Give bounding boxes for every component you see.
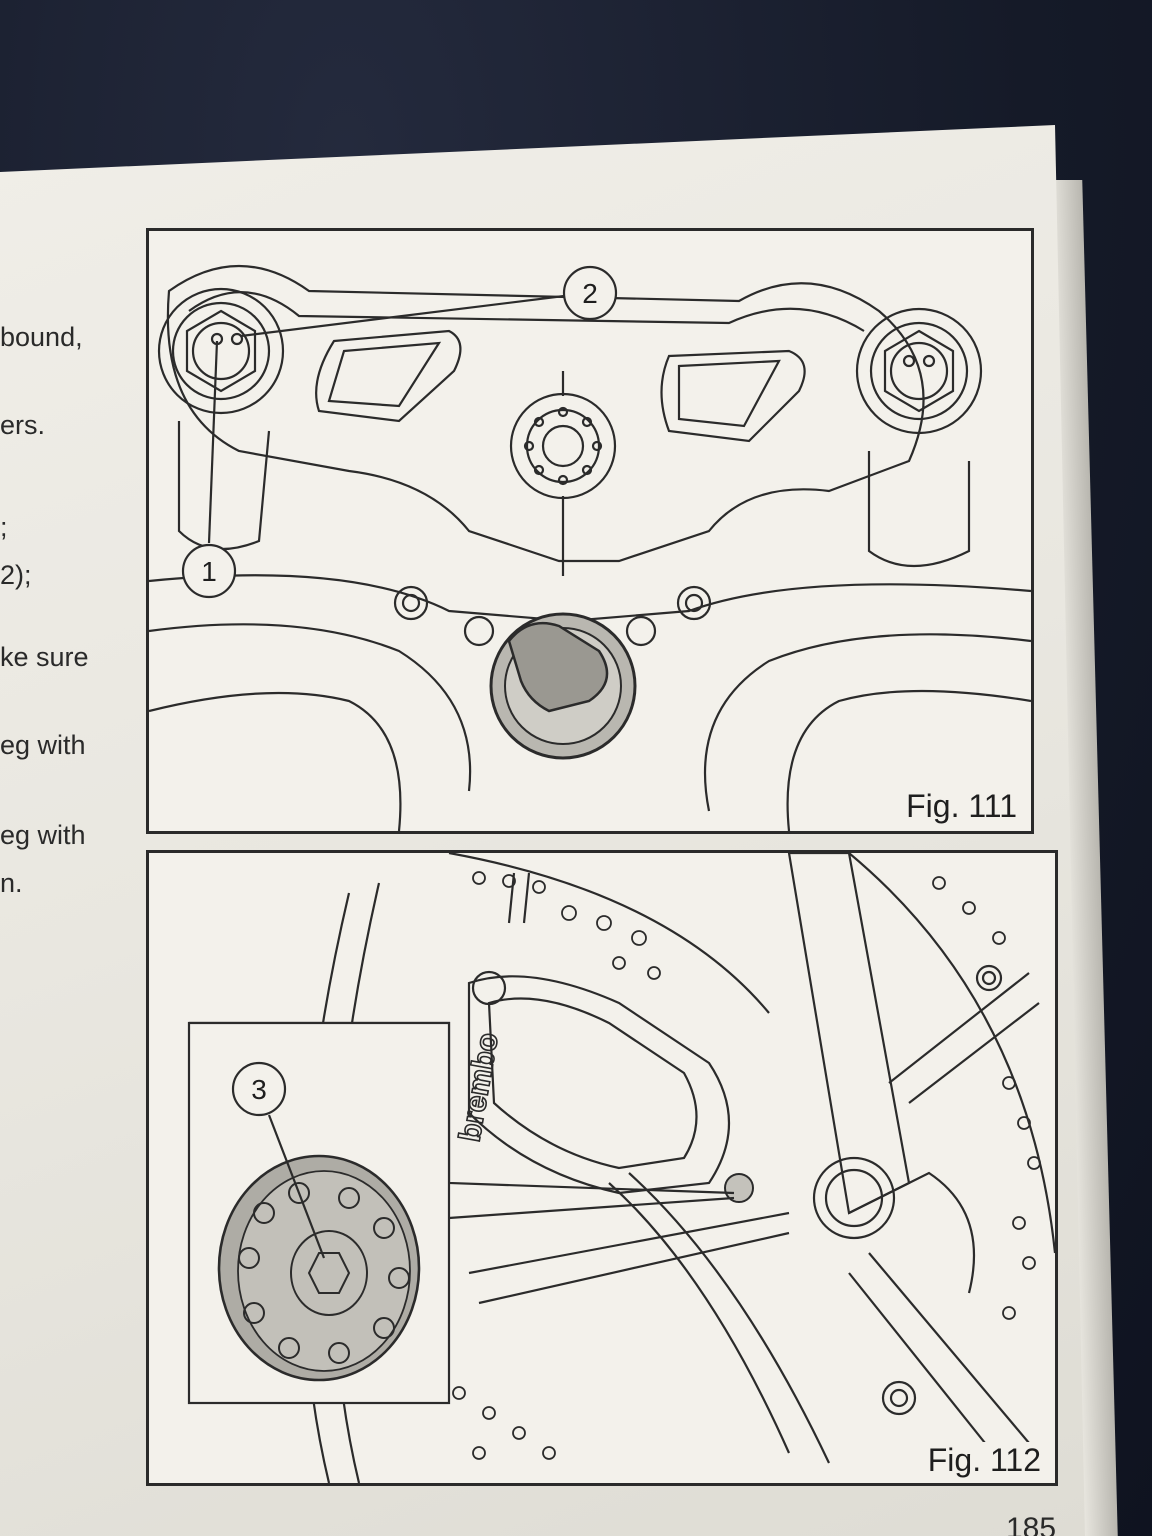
margin-text-line: ke sure bbox=[0, 642, 89, 672]
caliper-brand-logo: brembo bbox=[453, 1030, 505, 1144]
margin-text-line: 2); bbox=[0, 560, 32, 590]
callout-1-number: 1 bbox=[201, 556, 217, 587]
figure-111-drawing: 2 1 bbox=[149, 265, 1031, 831]
margin-text-line: bound, bbox=[0, 322, 83, 352]
callout-2-number: 2 bbox=[582, 278, 598, 309]
callout-3-circle bbox=[231, 1061, 287, 1117]
margin-text-line: ; bbox=[0, 512, 8, 542]
margin-text-line: ers. bbox=[0, 410, 46, 440]
margin-text-line: n. bbox=[0, 868, 23, 898]
callout-3-number: 3 bbox=[251, 1074, 267, 1105]
figure-112-drawing: brembo bbox=[187, 853, 1055, 1483]
figure-111: 2 1 Fig. 111 bbox=[146, 228, 1034, 834]
figure-111-label: Fig. 111 bbox=[900, 788, 1023, 825]
margin-text-line: eg with bbox=[0, 730, 86, 760]
callout-2-circle bbox=[562, 265, 618, 321]
callout-1-circle bbox=[181, 543, 237, 599]
page-number: 185 bbox=[1006, 1512, 1057, 1536]
figure-112-label: Fig. 112 bbox=[921, 1442, 1047, 1479]
margin-text-line: eg with bbox=[0, 820, 86, 850]
figure-112: brembo bbox=[146, 850, 1058, 1486]
